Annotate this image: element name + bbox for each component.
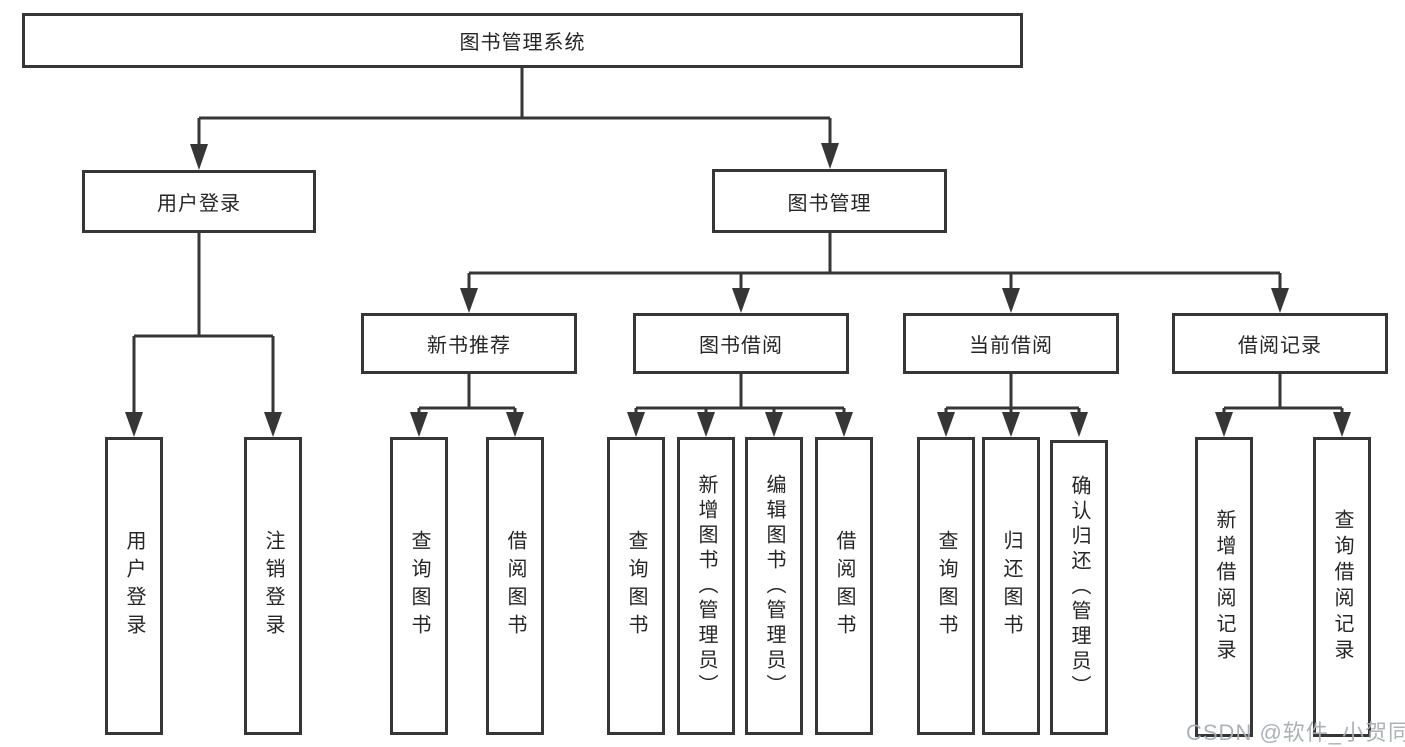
leaf-query-borrow-record-label: 查询借阅记录 — [1331, 509, 1353, 665]
node-book-borrow-label: 图书借阅 — [699, 335, 783, 357]
node-new-book-recommend-label: 新书推荐 — [427, 335, 511, 357]
node-root-label: 图书管理系统 — [459, 32, 586, 54]
node-new-book-recommend: 新书推荐 — [361, 313, 577, 374]
node-user-login: 用户登录 — [82, 170, 316, 233]
leaf-current-query-books-label: 查询图书 — [935, 530, 957, 642]
csdn-watermark: CSDN @软件_小贺同学 — [1186, 720, 1405, 745]
node-borrow-records-label: 借阅记录 — [1238, 335, 1322, 357]
node-book-management: 图书管理 — [712, 169, 947, 233]
arrowhead-icons — [125, 143, 1351, 437]
node-borrow-records: 借阅记录 — [1172, 313, 1388, 374]
node-current-borrow: 当前借阅 — [903, 313, 1119, 374]
leaf-recommend-borrow-books: 借阅图书 — [486, 437, 544, 735]
leaf-add-borrow-record: 新增借阅记录 — [1195, 437, 1253, 737]
leaf-add-borrow-record-label: 新增借阅记录 — [1213, 509, 1235, 665]
leaf-borrow-query-books: 查询图书 — [607, 437, 665, 735]
node-book-management-label: 图书管理 — [787, 192, 872, 215]
leaf-user-login-label: 用户登录 — [123, 530, 145, 642]
leaf-query-borrow-record: 查询借阅记录 — [1313, 437, 1371, 737]
leaf-add-books-admin: 新增图书（管理员） — [677, 437, 735, 735]
leaf-recommend-query-books-label: 查询图书 — [408, 530, 430, 642]
node-current-borrow-label: 当前借阅 — [969, 335, 1053, 357]
leaf-edit-books-admin: 编辑图书（管理员） — [745, 437, 803, 735]
leaf-recommend-query-books: 查询图书 — [390, 437, 448, 735]
leaf-confirm-return-admin-label: 确认归还（管理员） — [1068, 475, 1090, 700]
leaf-borrow-books: 借阅图书 — [815, 437, 873, 735]
leaf-add-books-admin-label: 新增图书（管理员） — [695, 473, 717, 699]
leaf-user-login: 用户登录 — [105, 437, 163, 735]
leaf-current-query-books: 查询图书 — [917, 437, 975, 735]
leaf-logout-label: 注销登录 — [262, 530, 284, 642]
leaf-logout: 注销登录 — [244, 437, 302, 735]
leaf-return-books-label: 归还图书 — [1000, 530, 1022, 642]
leaf-confirm-return-admin: 确认归还（管理员） — [1050, 440, 1108, 735]
leaf-return-books: 归还图书 — [982, 437, 1040, 735]
leaf-borrow-books-label: 借阅图书 — [833, 530, 855, 642]
node-user-login-label: 用户登录 — [157, 193, 241, 215]
leaf-borrow-query-books-label: 查询图书 — [625, 530, 647, 642]
node-root: 图书管理系统 — [22, 13, 1023, 68]
node-book-borrow: 图书借阅 — [633, 313, 849, 374]
leaf-edit-books-admin-label: 编辑图书（管理员） — [763, 473, 785, 699]
leaf-recommend-borrow-books-label: 借阅图书 — [504, 530, 526, 642]
